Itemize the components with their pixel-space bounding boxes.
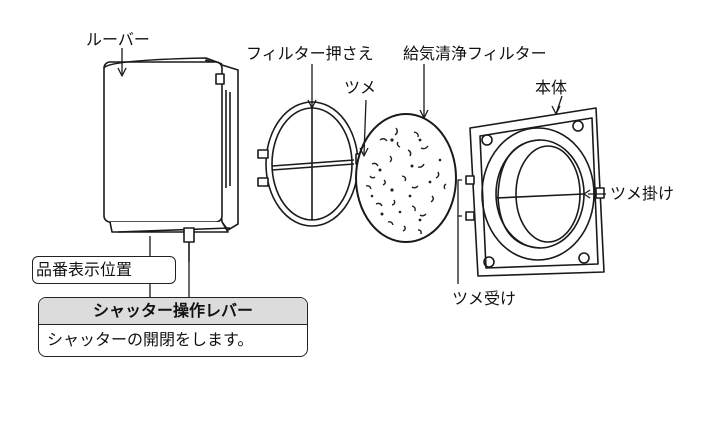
leader-lines bbox=[117, 48, 606, 298]
filter-holder-part bbox=[257, 101, 367, 227]
body-label: 本体 bbox=[535, 78, 568, 97]
shutter-lever-title: シャッター操作レバー bbox=[39, 298, 307, 325]
shutter-lever-info-box: シャッター操作レバー シャッターの開閉をします。 bbox=[38, 297, 308, 357]
model-number-position-box: 品番表示位置 bbox=[32, 256, 176, 284]
main-body-part bbox=[465, 107, 605, 277]
supply-filter-label: 給気清浄フィルター bbox=[403, 44, 547, 63]
louver-label: ルーバー bbox=[86, 30, 150, 49]
tab-label: ツメ bbox=[344, 78, 377, 97]
shutter-lever bbox=[183, 227, 195, 262]
shutter-lever-description: シャッターの開閉をします。 bbox=[47, 330, 254, 349]
supply-filter-part bbox=[355, 113, 457, 243]
model-number-position-label: 品番表示位置 bbox=[36, 260, 133, 279]
tab-receiver-label: ツメ受け bbox=[452, 289, 517, 308]
tab-hook-label: ツメ掛け bbox=[610, 184, 675, 203]
louver-part bbox=[103, 57, 239, 262]
filter-holder-label: フィルター押さえ bbox=[246, 44, 374, 63]
